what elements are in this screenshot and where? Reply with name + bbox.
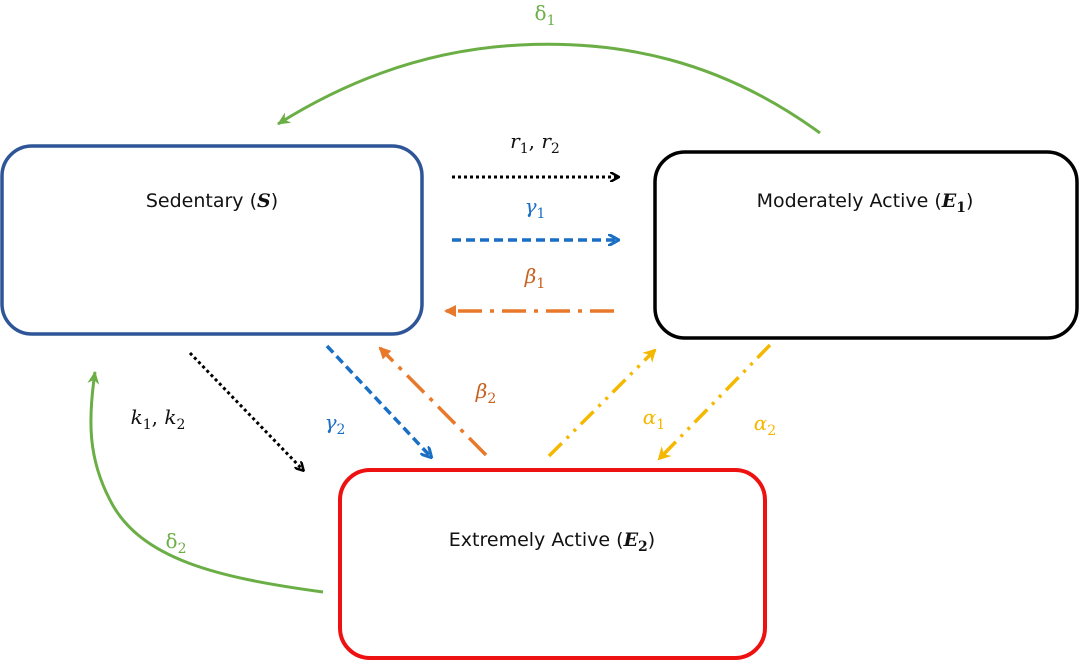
moderately-active-label: Moderately Active (E1) xyxy=(757,190,974,216)
arrow-beta2 xyxy=(378,346,488,457)
sedentary-box xyxy=(0,144,424,336)
state-extremely-active: Extremely Active (E2) xyxy=(338,468,767,660)
label-alpha1: α1 xyxy=(643,405,665,433)
state-moderately-active: Moderately Active (E1) xyxy=(653,150,1079,340)
label-delta2: δ2 xyxy=(166,529,187,557)
moderately-active-box xyxy=(653,150,1079,340)
arrow-delta1 xyxy=(277,42,821,135)
label-alpha2: α2 xyxy=(754,411,776,439)
label-beta2: β2 xyxy=(475,379,496,407)
arrow-alpha1 xyxy=(547,348,657,458)
arrow-alpha2 xyxy=(657,343,772,461)
state-sedentary: Sedentary (S) xyxy=(0,144,424,336)
label-beta1: β1 xyxy=(524,264,545,292)
arrow-delta2 xyxy=(87,371,324,594)
arrow-k xyxy=(188,351,303,470)
label-k: k1, k2 xyxy=(131,405,186,433)
label-gamma2: γ2 xyxy=(325,410,346,438)
extremely-active-box xyxy=(338,468,767,660)
extremely-active-label: Extremely Active (E2) xyxy=(449,529,655,555)
sedentary-label: Sedentary (S) xyxy=(146,190,278,212)
label-delta1: δ1 xyxy=(535,1,556,29)
label-gamma1: γ1 xyxy=(525,194,546,222)
label-r: r1, r2 xyxy=(510,129,560,157)
arrow-gamma2 xyxy=(325,344,431,457)
